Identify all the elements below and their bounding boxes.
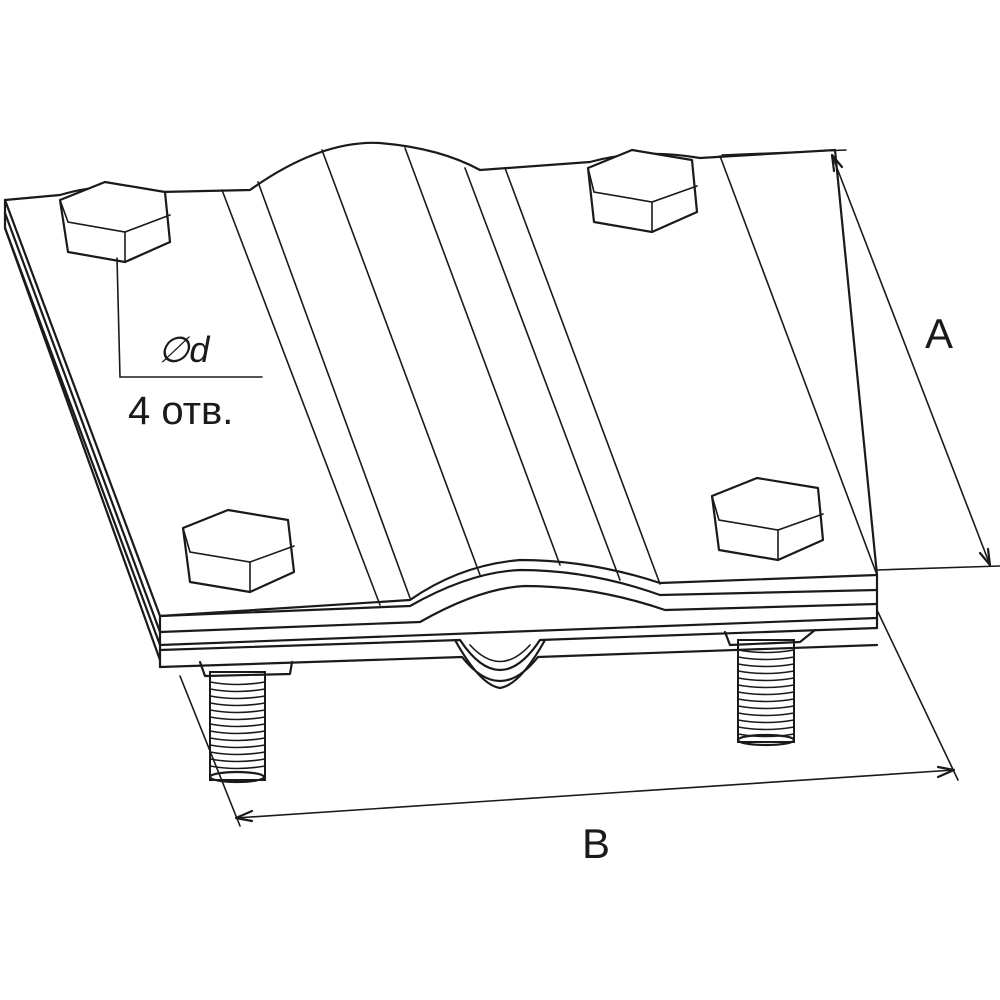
hex-nut-top-left [58, 180, 172, 264]
thread-ring [209, 716, 266, 721]
thread-ring [737, 691, 795, 696]
left-stud [208, 671, 266, 784]
right-stud [736, 639, 796, 747]
upper-plate [3, 141, 879, 669]
dimension-b-label: B [582, 820, 610, 867]
dimension-a-label: A [925, 310, 953, 357]
thread-ring [737, 677, 795, 682]
thread-ring [209, 688, 266, 693]
thread-ring [737, 712, 795, 717]
thread-ring [209, 758, 266, 763]
thread-ring [209, 751, 266, 756]
thread-ring [737, 656, 795, 661]
thread-ring [737, 733, 795, 738]
thread-ring [737, 726, 795, 731]
thread-ring [209, 723, 266, 728]
thread-ring [209, 695, 266, 700]
hex-nut-bottom-right [710, 476, 825, 562]
thread-ring [737, 719, 795, 724]
thread-ring [209, 737, 266, 742]
hex-nut-bottom-left [181, 508, 296, 594]
thread-ring [737, 705, 795, 710]
thread-ring [209, 709, 266, 714]
thread-ring [209, 765, 266, 770]
lower-plate [158, 626, 879, 690]
thread-ring [209, 681, 266, 686]
thread-ring [737, 663, 795, 668]
hex-nut-top-right [586, 148, 699, 234]
thread-ring [737, 698, 795, 703]
dimension-b [179, 609, 959, 827]
thread-ring [209, 702, 266, 707]
thread-ring [737, 684, 795, 689]
hole-diameter-label: ∅d [158, 329, 210, 370]
hole-count-label: 4 отв. [128, 389, 233, 433]
thread-ring [737, 670, 795, 675]
thread-ring [209, 730, 266, 735]
dimension-a [721, 149, 1000, 571]
thread-ring [209, 744, 266, 749]
diameter-leader [116, 257, 263, 378]
